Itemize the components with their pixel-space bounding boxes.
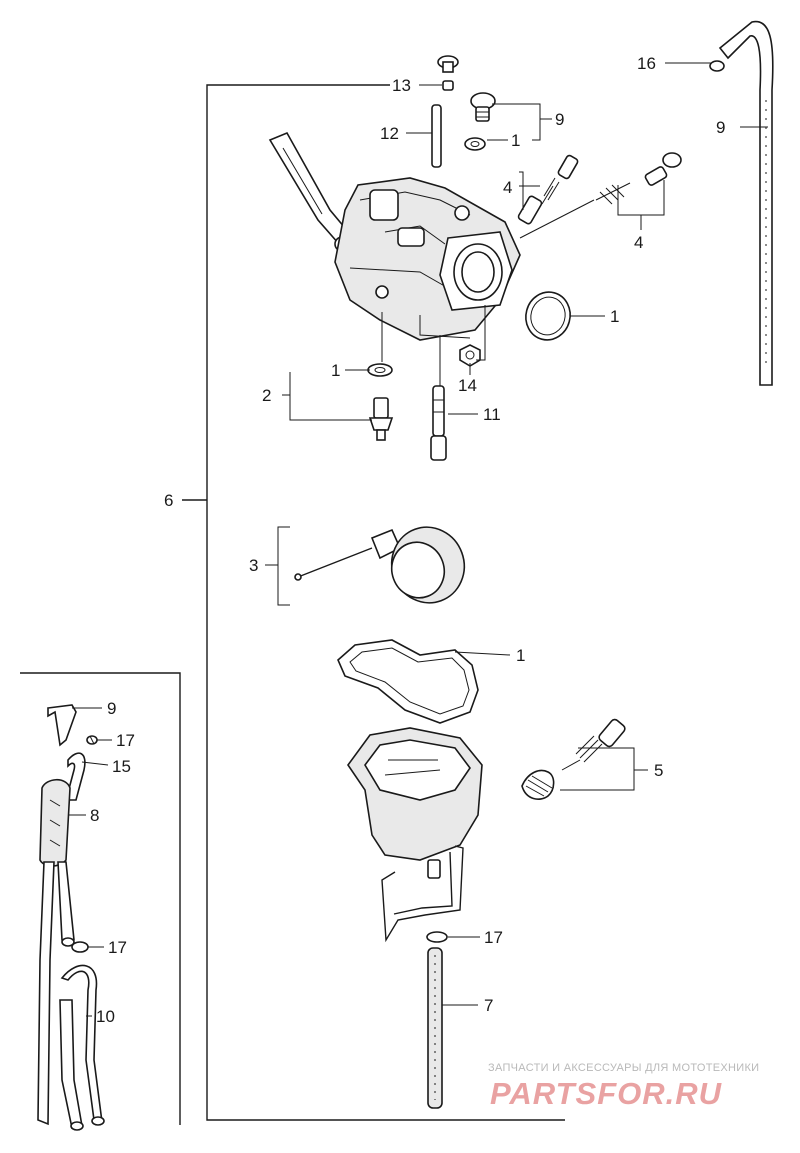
callout-5: 5 xyxy=(654,761,663,780)
float-bowl-gasket-1 xyxy=(337,639,479,724)
callout-labels: 13 12 9 1 4 4 1 1 2 14 11 6 3 1 5 17 7 1… xyxy=(90,54,725,1026)
callout-1-bowl-gasket: 1 xyxy=(516,646,525,665)
intake-o-ring xyxy=(525,291,571,341)
pilot-screw-9 xyxy=(470,92,496,122)
callout-14: 14 xyxy=(458,376,477,395)
watermark-tagline: ЗАПЧАСТИ И АКСЕССУАРЫ ДЛЯ МОТОТЕХНИКИ xyxy=(488,1062,759,1074)
top-cap-screw-13 xyxy=(437,55,459,73)
callout-1-top-washer: 1 xyxy=(511,131,520,150)
drain-screw-set-5 xyxy=(521,718,626,800)
callout-17-left-upper: 17 xyxy=(116,731,135,750)
drain-tube-7 xyxy=(427,947,443,1109)
callout-7: 7 xyxy=(484,996,493,1015)
callout-15: 15 xyxy=(112,757,131,776)
vent-tube-pair xyxy=(37,861,75,1126)
assembly-bracket-6 xyxy=(182,84,565,1121)
vent-tube-9-left xyxy=(47,704,77,747)
callout-6: 6 xyxy=(164,491,173,510)
callout-10: 10 xyxy=(96,1007,115,1026)
tube-set-bracket xyxy=(20,672,181,1125)
drain-wire-loop xyxy=(381,845,464,943)
vent-tube-9-right xyxy=(718,20,774,386)
callout-16: 16 xyxy=(637,54,656,73)
callout-2: 2 xyxy=(262,386,271,405)
top-washer-1 xyxy=(464,137,486,151)
callout-9-right-tube: 9 xyxy=(716,118,725,137)
leader-lines xyxy=(68,62,768,1017)
watermark-brand: PARTSFOR.RU xyxy=(490,1076,723,1111)
callout-1-intake-oring: 1 xyxy=(610,307,619,326)
callout-12: 12 xyxy=(380,124,399,143)
heat-sleeve-8 xyxy=(39,778,71,867)
hex-nut-14 xyxy=(459,344,481,367)
float-bowl xyxy=(347,727,483,879)
callout-17-left-lower: 17 xyxy=(108,938,127,957)
small-jet-cap xyxy=(442,80,454,91)
callout-13: 13 xyxy=(392,76,411,95)
tube-clip-17-left-upper xyxy=(86,735,98,745)
air-screw-set-4-lower xyxy=(519,152,682,239)
tube-clip-16 xyxy=(709,60,725,72)
float-3 xyxy=(294,526,466,604)
needle-jet-11 xyxy=(430,385,447,461)
drain-tube-10 xyxy=(59,964,105,1131)
callout-8: 8 xyxy=(90,806,99,825)
callout-17-drain: 17 xyxy=(484,928,503,947)
callout-11: 11 xyxy=(483,405,501,424)
callout-4-lower: 4 xyxy=(634,233,643,252)
tube-clip-17-left-lower xyxy=(71,941,89,953)
jet-needle-12 xyxy=(431,104,442,168)
watermark: ЗАПЧАСТИ И АКСЕССУАРЫ ДЛЯ МОТОТЕХНИКИ PA… xyxy=(488,1062,759,1111)
callout-9-left-tube: 9 xyxy=(107,699,116,718)
callout-3: 3 xyxy=(249,556,258,575)
callout-4-upper: 4 xyxy=(503,178,512,197)
tube-clip-17-drain xyxy=(426,931,448,943)
callout-1-float-valve-washer: 1 xyxy=(331,361,340,380)
callout-9-top-screw: 9 xyxy=(555,110,564,129)
float-valve-2 xyxy=(368,397,394,441)
air-screw-set-4-upper xyxy=(517,154,579,225)
carburetor-body xyxy=(268,131,521,350)
float-valve-washer-1 xyxy=(367,363,393,377)
